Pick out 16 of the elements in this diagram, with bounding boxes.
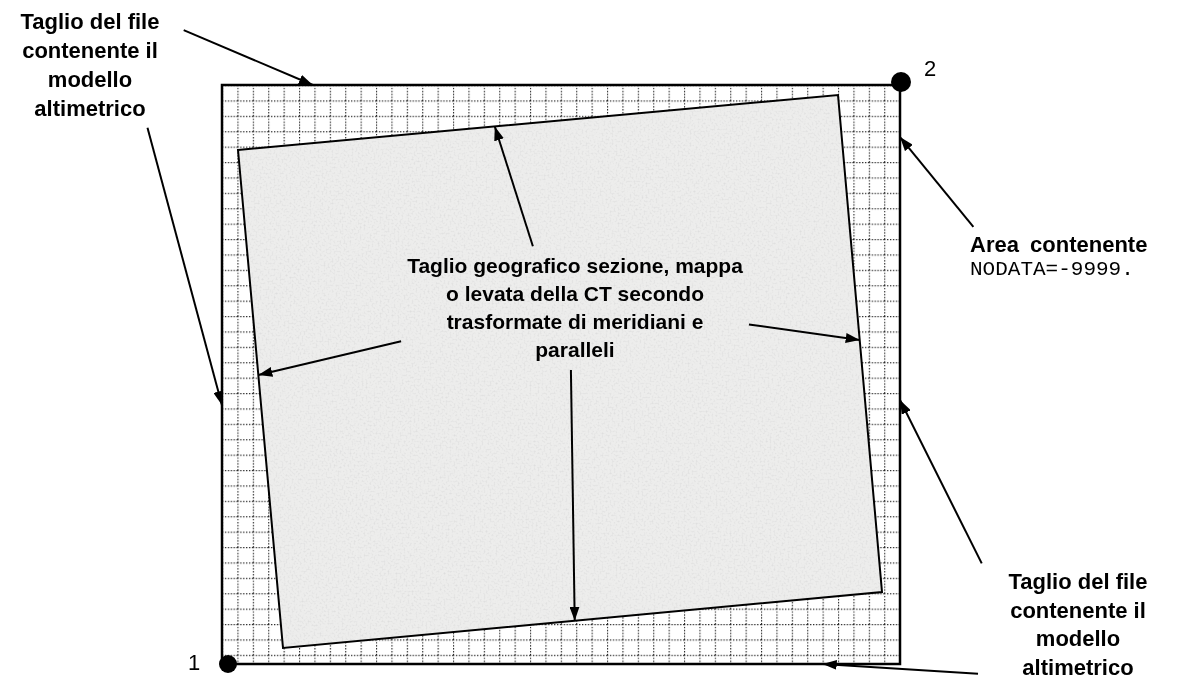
corner-number: 2 <box>924 56 937 82</box>
leader-arrow <box>257 340 403 377</box>
leader-arrow <box>182 29 314 86</box>
nodata-value-text: NODATA=-9999. <box>970 257 1134 282</box>
leader-arrow <box>569 369 580 622</box>
leader-arrow <box>899 399 983 565</box>
leader-arrow <box>899 136 975 228</box>
leader-arrow <box>146 126 224 407</box>
file-cut-text: Taglio del file contenente il modello altimetrico <box>19 8 161 123</box>
nodata-area-text: Area contenente <box>970 232 1148 257</box>
leader-arrow <box>821 659 979 675</box>
leader-arrow <box>493 125 534 248</box>
leader-arrow <box>747 323 861 343</box>
corner-number: 1 <box>188 650 201 676</box>
file-cut-text: Taglio del file contenente il modello altimetrico <box>1007 568 1149 682</box>
map-section-text: Taglio geografico sezione, mappa o levata della CT secondo trasformate di meridiani e paralleli <box>406 253 744 363</box>
